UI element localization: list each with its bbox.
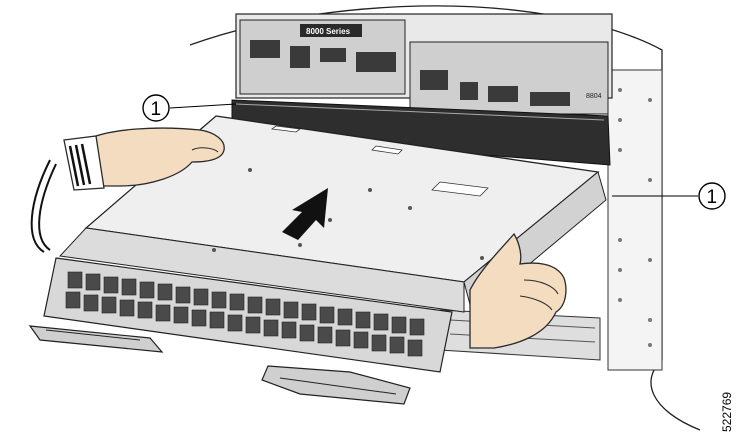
series-badge (300, 24, 362, 37)
port-row (65, 271, 425, 357)
ejector-handle-left (28, 325, 164, 353)
hand-icon (30, 127, 225, 253)
hand-icon-right (469, 232, 567, 349)
callout-right-number: 1 (707, 187, 718, 208)
callout-right: 1 (612, 182, 726, 210)
callout-left: 1 (142, 94, 237, 122)
figure-id: 522769 (720, 392, 734, 432)
model-label: 8804 (586, 93, 602, 100)
ejector-handle-right (261, 365, 411, 405)
series-label: 8000 Series (306, 27, 351, 36)
callout-left-number: 1 (151, 99, 162, 120)
arrow-up-icon (282, 188, 328, 240)
